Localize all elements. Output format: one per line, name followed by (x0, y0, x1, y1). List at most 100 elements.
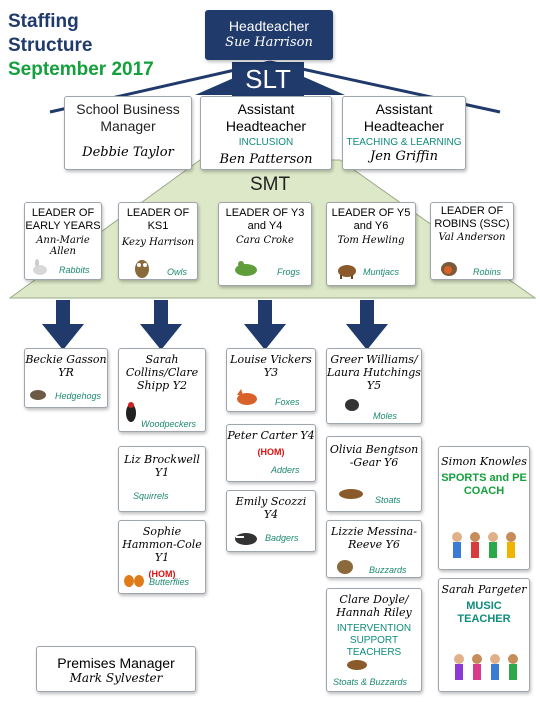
business-manager-role: School Business Manager (76, 101, 180, 134)
hedgehog-icon (30, 390, 46, 400)
leader-class: Rabbits (59, 265, 90, 275)
stoat-icon (347, 660, 367, 670)
premises-role: Premises Manager (57, 655, 175, 671)
sarah-pargeter-box: Sarah Pargeter MUSIC TEACHER (438, 578, 530, 692)
leader-role: LEADER OF ROBINS (SSC) (434, 205, 510, 230)
rabbit-icon (33, 259, 47, 275)
teacher-name: Peter Carter Y4 (227, 429, 315, 442)
teacher-class: Hedgehogs (55, 391, 102, 401)
leader-y3-y4: LEADER OF Y3 and Y4 Cara Croke Frogs (218, 202, 312, 286)
teacher-name: Lizzie Messina-Reeve Y6 (331, 525, 417, 551)
teacher-name: Louise Vickers Y3 (230, 353, 312, 379)
leader-name: Tom Hewling (337, 235, 405, 246)
arrow-down-y3-y4 (244, 300, 286, 350)
teacher-class: Moles (373, 411, 398, 421)
robin-icon (441, 262, 457, 276)
teacher-class: Badgers (265, 533, 299, 543)
assistant-teaching-role: Assistant Headteacher (363, 101, 445, 134)
title-line-1: Staffing (8, 11, 79, 32)
slt-label-box (232, 62, 304, 96)
teacher-class: Stoats (375, 495, 401, 505)
teacher-sarah-collins: Sarah Collins/Clare Shipp Y2 Woodpeckers (118, 348, 206, 432)
assistant-teaching-area: TEACHING & LEARNING (346, 137, 462, 148)
leader-name: Ann-Marie Allen (36, 235, 90, 257)
arrow-down-y5-y6 (346, 300, 388, 350)
teacher-lizzie: Lizzie Messina-Reeve Y6 Buzzards (326, 520, 422, 578)
leader-role: LEADER OF KS1 (126, 207, 190, 232)
hom-tag: (HOM) (257, 447, 285, 457)
business-manager-name: Debbie Taylor (82, 145, 174, 160)
stoat-icon (339, 489, 363, 499)
smt-label: SMT (249, 174, 291, 195)
teacher-greer: Greer Williams/ Laura Hutchings Y5 Moles (326, 348, 422, 424)
leader-class: Muntjacs (363, 267, 400, 277)
teacher-olivia: Olivia Bengtson -Gear Y6 Stoats (326, 436, 422, 512)
leader-name: Kezy Harrison (121, 237, 195, 248)
assistant-inclusion-area: INCLUSION (238, 137, 294, 148)
arrow-down-ks1 (140, 300, 182, 350)
hom-tag: (HOM) (148, 569, 176, 579)
simon-box: Simon Knowles SPORTS and PE COACH (438, 446, 530, 570)
leader-name: Val Anderson (438, 232, 506, 243)
slt-label: SLT (245, 64, 291, 94)
teacher-class: Squirrels (133, 491, 169, 501)
leader-class: Robins (473, 267, 502, 277)
badger-icon (235, 533, 257, 545)
title-line-2: Structure (8, 35, 93, 56)
leader-role: LEADER OF Y3 and Y4 (225, 207, 305, 232)
assistant-inclusion-name: Ben Patterson (219, 152, 313, 167)
buzzard-icon (337, 560, 353, 574)
teacher-emily: Emily Scozzi Y4 Badgers (226, 490, 316, 552)
leader-class: Owls (167, 267, 187, 277)
page-title: Staffing Structure September 2017 (8, 10, 198, 82)
teacher-class: Butterflies (149, 577, 190, 587)
woodpecker-icon (126, 402, 136, 422)
teacher-name: Clare Doyle/ Hannah Riley (336, 593, 412, 619)
intervention-role: INTERVENTION SUPPORT TEACHERS (336, 623, 412, 658)
teacher-class: Adders (271, 465, 300, 475)
smt-label-box (230, 172, 310, 200)
teacher-beckie: Beckie Gasson YR Hedgehogs (24, 348, 108, 408)
teacher-class: Buzzards (369, 565, 407, 575)
sarah-pargeter-role: MUSIC TEACHER (457, 600, 511, 625)
leader-robins: LEADER OF ROBINS (SSC) Val Anderson Robi… (430, 202, 514, 280)
leader-ks1: LEADER OF KS1 Kezy Harrison Owls (118, 202, 198, 280)
title-line-3: September 2017 (8, 59, 154, 80)
sarah-pargeter-name: Sarah Pargeter (441, 583, 527, 596)
muntjac-icon (338, 265, 356, 279)
frog-icon (235, 261, 257, 276)
teacher-liz: Liz Brockwell Y1 Squirrels (118, 446, 206, 512)
leader-name: Cara Croke (236, 235, 294, 246)
arrow-down-early-years (42, 300, 84, 350)
teacher-name: Greer Williams/ Laura Hutchings Y5 (327, 353, 421, 392)
teacher-name: Emily Scozzi Y4 (235, 495, 307, 521)
assistant-teaching-name: Jen Griffin (370, 149, 438, 164)
teacher-sophie: Sophie Hammon-Cole Y1 (HOM) Butterflies (118, 520, 206, 594)
teacher-class: Stoats & Buzzards (333, 677, 408, 687)
teacher-class: Woodpeckers (141, 419, 197, 429)
teacher-peter: Peter Carter Y4 (HOM) Adders (226, 424, 316, 482)
teacher-class: Foxes (275, 397, 300, 407)
children-music-icon (454, 654, 518, 680)
assistant-teaching-box: Assistant Headteacher TEACHING & LEARNIN… (342, 96, 466, 170)
fox-icon (237, 389, 257, 405)
teacher-clare: Clare Doyle/ Hannah Riley INTERVENTION S… (326, 588, 422, 692)
premises-name: Mark Sylvester (69, 671, 163, 685)
leader-class: Frogs (277, 267, 301, 277)
headteacher-name: Sue Harrison (225, 35, 313, 50)
leader-y5-y6: LEADER OF Y5 and Y6 Tom Hewling Muntjacs (326, 202, 416, 286)
headteacher-box: Headteacher Sue Harrison (205, 10, 333, 60)
assistant-inclusion-box: Assistant Headteacher INCLUSION Ben Patt… (200, 96, 332, 170)
teacher-name: Olivia Bengtson -Gear Y6 (329, 443, 419, 469)
leader-role: LEADER OF Y5 and Y6 (331, 207, 411, 232)
premises-manager-box: Premises Manager Mark Sylvester (36, 646, 196, 692)
business-manager-box: School Business Manager Debbie Taylor (64, 96, 192, 170)
teacher-name: Sarah Collins/Clare Shipp Y2 (125, 353, 199, 392)
butterfly-icon (124, 575, 144, 587)
mole-icon (345, 399, 359, 411)
children-sports-icon (452, 532, 516, 558)
leader-early-years: LEADER OF EARLY YEARS Ann-Marie Allen Ra… (24, 202, 102, 280)
teacher-louise: Louise Vickers Y3 Foxes (226, 348, 316, 412)
teacher-name: Liz Brockwell Y1 (124, 453, 200, 479)
teacher-name: Sophie Hammon-Cole Y1 (122, 525, 202, 564)
